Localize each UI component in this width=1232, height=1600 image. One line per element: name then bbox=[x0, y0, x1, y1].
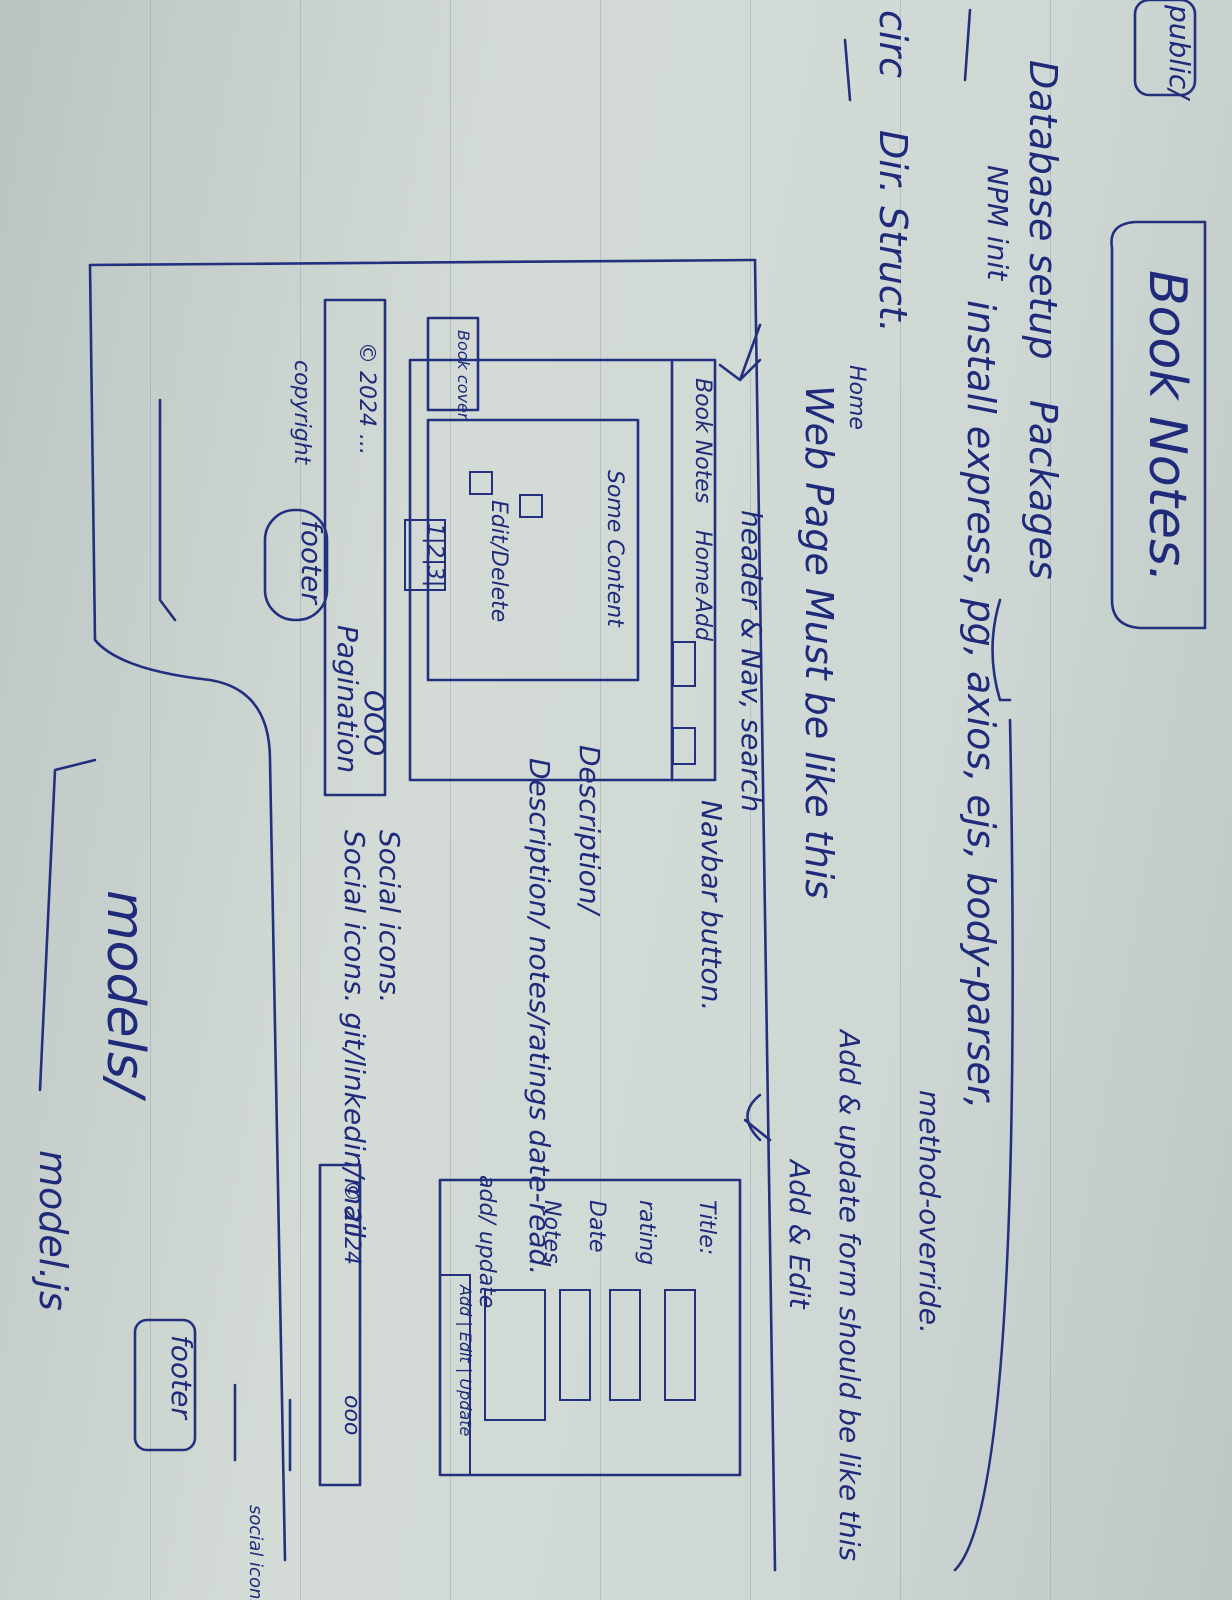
packages-label: Packages bbox=[1021, 400, 1065, 580]
navbar-note: Navbar button. bbox=[695, 800, 728, 1011]
notes-textarea[interactable] bbox=[484, 1289, 546, 1421]
field-title: Title: bbox=[694, 1200, 719, 1255]
circ-text: circ bbox=[871, 10, 915, 78]
npm-init-text: NPM init bbox=[981, 165, 1014, 281]
date-input[interactable] bbox=[559, 1289, 591, 1401]
description-note-1: Description/ bbox=[573, 745, 606, 916]
public-box bbox=[1133, 0, 1197, 97]
social-note-1: Social icons. bbox=[373, 830, 406, 1003]
edit-delete-text: Edit/Delete bbox=[486, 500, 511, 622]
pager-text: 1|2|3| bbox=[422, 523, 447, 587]
outer-frame bbox=[88, 258, 757, 1562]
social-note-2: Social icons. git/linkedin/mail bbox=[338, 830, 371, 1238]
models-section: models/ model.js bbox=[31, 758, 155, 1311]
checkbox-icon bbox=[469, 471, 493, 495]
add-footer-social: ooo bbox=[339, 1395, 364, 1435]
content-card bbox=[426, 418, 640, 682]
title-text: Book Notes. bbox=[1137, 270, 1197, 583]
public-text: public/ bbox=[1163, 4, 1196, 101]
left-fragments: public/ circ bbox=[871, 0, 1197, 101]
models-branch bbox=[38, 758, 97, 1092]
setup-section: Database setup NPM init Packages install… bbox=[913, 60, 1065, 1572]
model-js-text: model.js bbox=[31, 1150, 75, 1311]
page-ruling bbox=[450, 0, 451, 1600]
book-cover-text: Book cover bbox=[454, 330, 473, 421]
page-ruling bbox=[1050, 0, 1051, 1600]
page-ruling bbox=[900, 0, 901, 1600]
nav-add: Add bbox=[690, 596, 715, 642]
field-notes: Notes bbox=[539, 1200, 564, 1264]
header-nav-note: header & Nav, search bbox=[735, 510, 768, 812]
menu-icon bbox=[672, 727, 696, 765]
page-ruling bbox=[300, 0, 301, 1600]
nav-brand: Book Notes bbox=[690, 378, 715, 503]
title-box: Book Notes. bbox=[1110, 220, 1207, 630]
home-page-section: Home Web Page Must be like this Book Not… bbox=[158, 298, 869, 1275]
home-mock-window bbox=[408, 358, 717, 782]
book-cover-box bbox=[426, 316, 480, 412]
packages-brace bbox=[991, 598, 1012, 702]
title-input[interactable] bbox=[664, 1289, 696, 1401]
add-footer-label-box bbox=[133, 1318, 197, 1452]
description-note-2: Description/ notes/ratings date-read. bbox=[523, 758, 556, 1275]
pagination-note: Pagination bbox=[331, 625, 364, 773]
page-divider bbox=[753, 258, 777, 1572]
add-subheading: Add & Edit bbox=[783, 1158, 816, 1310]
arrow-icon bbox=[718, 323, 762, 382]
footer-copy: © 2024 ... bbox=[354, 342, 379, 455]
content-note: Some Content bbox=[602, 470, 627, 628]
footer-label-box bbox=[263, 508, 329, 622]
add-footer-copy: © 2024 bbox=[339, 1180, 364, 1265]
home-label: Home bbox=[844, 365, 869, 430]
field-rating: rating bbox=[634, 1200, 659, 1265]
nav-home: Home bbox=[690, 530, 715, 595]
add-footer-bar bbox=[318, 1163, 362, 1487]
footer-social: OOO bbox=[358, 690, 391, 756]
add-page-section: Add & update form should be like this Ad… bbox=[133, 1028, 866, 1600]
page-ruling bbox=[750, 0, 751, 1600]
add-heading: Add & update form should be like this bbox=[833, 1028, 866, 1561]
method-override-text: method-override. bbox=[913, 1090, 946, 1334]
add-update-note: add/ update bbox=[474, 1175, 499, 1308]
add-footer-label: footer bbox=[165, 1335, 198, 1420]
checkbox-icon bbox=[519, 494, 543, 518]
copyright-note: copyright bbox=[289, 360, 314, 466]
packages-curve bbox=[953, 718, 1014, 1572]
home-footer-bar bbox=[323, 298, 387, 797]
action-buttons-box bbox=[439, 1274, 471, 1476]
search-icon bbox=[672, 641, 696, 687]
arrow-icon bbox=[158, 398, 177, 622]
arrow-icon bbox=[743, 1093, 772, 1142]
page-ruling bbox=[600, 0, 601, 1600]
page-ruling bbox=[150, 0, 151, 1600]
dir-struct-text: Dir. Struct. bbox=[871, 130, 915, 333]
action-buttons-text[interactable]: Add | Edit | Update bbox=[456, 1284, 475, 1436]
add-social-note: social icons bbox=[245, 1505, 266, 1600]
field-date: Date bbox=[584, 1200, 609, 1253]
home-heading: Web Page Must be like this bbox=[797, 385, 841, 899]
setup-heading: Database setup bbox=[1021, 60, 1065, 360]
footer-label: footer bbox=[295, 520, 328, 605]
models-text: models/ bbox=[95, 890, 155, 1102]
install-line: install express, pg, axios, ejs, body-pa… bbox=[959, 300, 1003, 1109]
pager-box bbox=[404, 519, 446, 591]
rating-input[interactable] bbox=[609, 1289, 641, 1401]
